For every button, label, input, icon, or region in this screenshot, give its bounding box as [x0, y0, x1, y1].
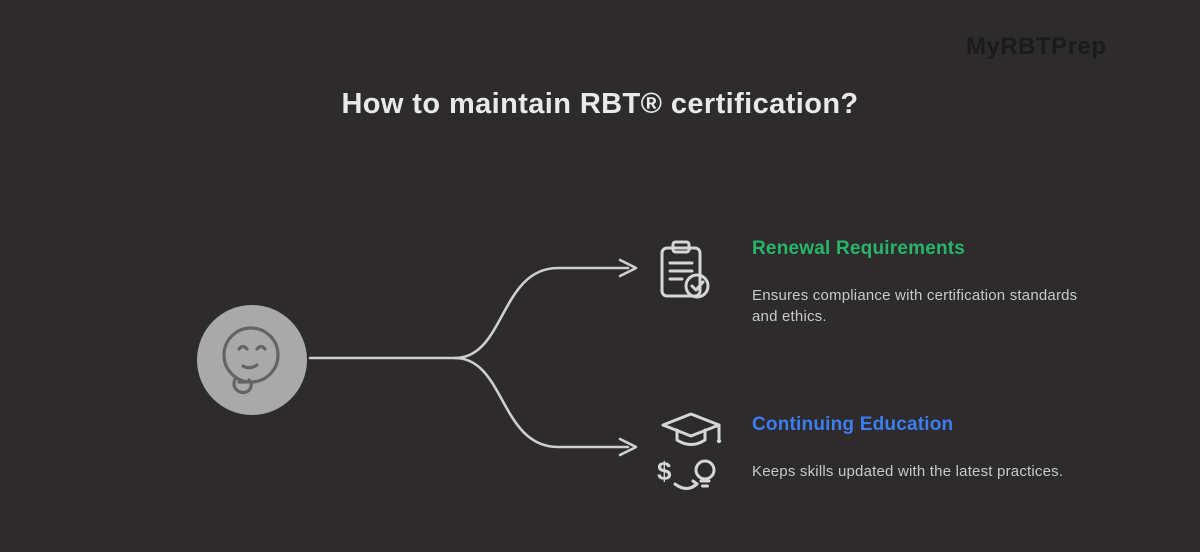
branch-heading-renewal-requirements: Renewal Requirements	[752, 238, 966, 259]
branch-heading-continuing-education: Continuing Education	[752, 414, 954, 435]
page-title: How to maintain RBT® certification?	[341, 88, 859, 120]
arrowhead-lower-icon	[618, 437, 638, 457]
svg-text:$: $	[657, 456, 672, 486]
graduation-cap-cost-icon: $	[657, 412, 722, 490]
connector-lower	[453, 356, 630, 449]
watermark-logo: MyRBTPrep	[966, 33, 1107, 60]
thinking-face-icon	[197, 305, 307, 415]
branch-description-renewal-requirements: Ensures compliance with certification st…	[752, 287, 1078, 325]
arrowhead-upper-icon	[618, 258, 638, 278]
clipboard-check-icon	[660, 240, 710, 299]
branch-description-continuing-education: Keeps skills updated with the latest pra…	[752, 463, 1064, 480]
connector-upper	[453, 266, 630, 360]
